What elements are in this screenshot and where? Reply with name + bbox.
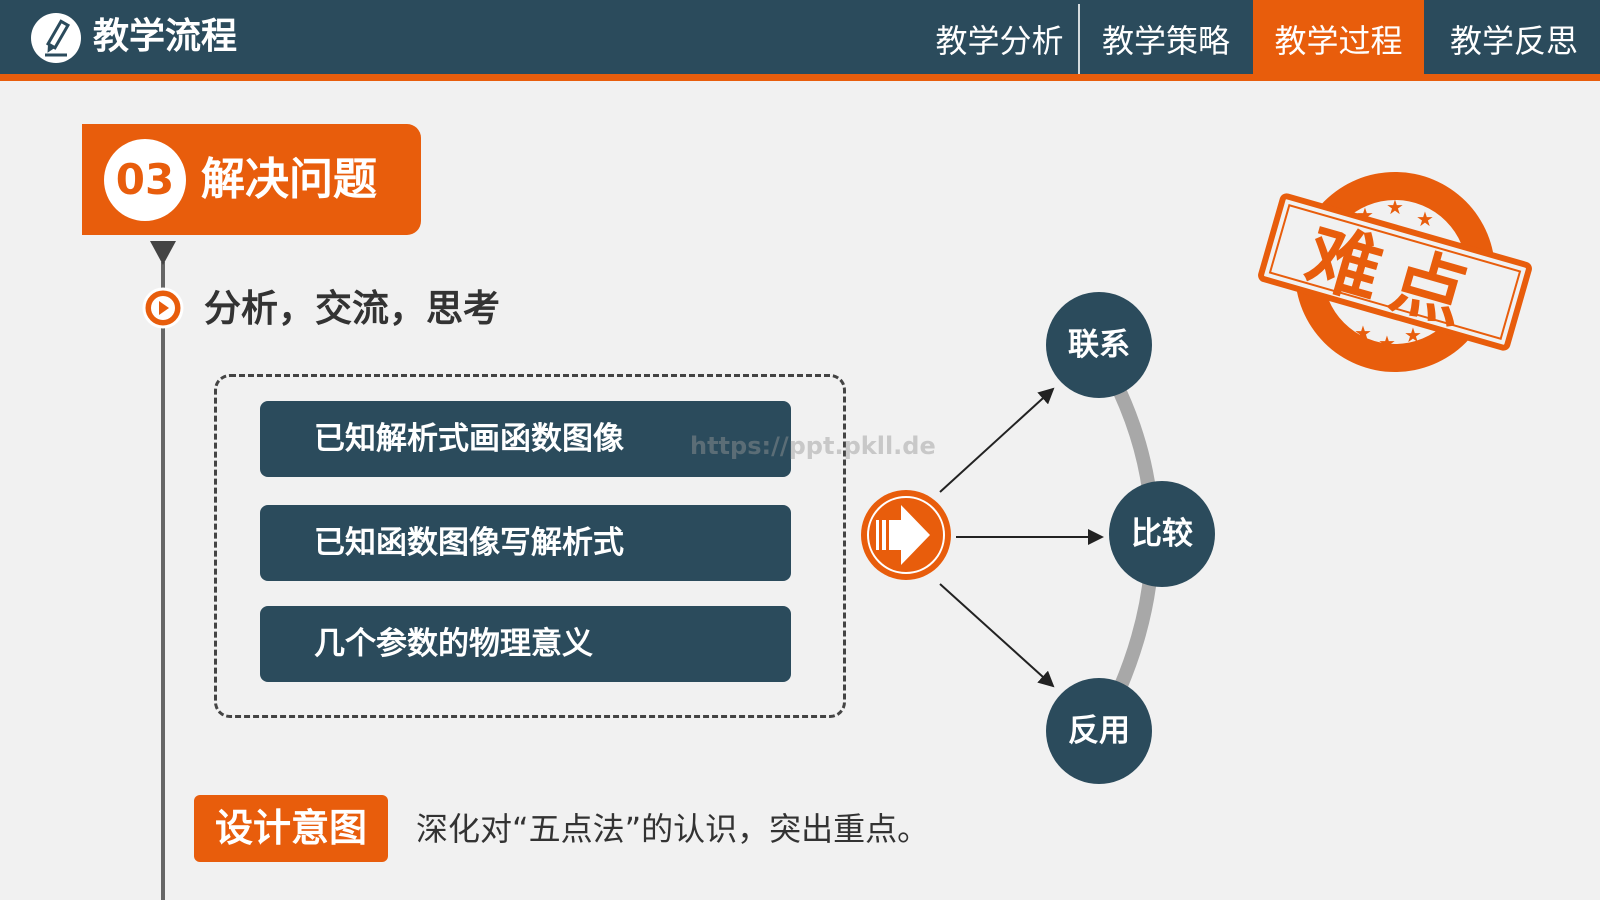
section-header: 03 解决问题	[82, 124, 421, 235]
design-intent-label: 设计意图	[194, 795, 388, 862]
item-bar: 几个参数的物理意义	[260, 606, 791, 682]
items-group-box	[214, 374, 846, 718]
timeline-triangle-icon	[150, 241, 176, 265]
tab-divider	[1078, 4, 1080, 74]
arrow-to-apply	[939, 583, 1055, 688]
svg-text:★: ★	[1404, 323, 1422, 347]
design-intent-text: 深化对“五点法”的认识，突出重点。	[416, 810, 930, 848]
svg-text:★: ★	[1386, 195, 1404, 219]
section-title: 解决问题	[201, 154, 377, 205]
svg-text:★: ★	[1416, 207, 1434, 231]
svg-text:★: ★	[1378, 331, 1396, 355]
section-number: 03	[104, 139, 186, 221]
play-icon	[142, 287, 184, 329]
subtitle: 分析，交流，思考	[204, 287, 500, 330]
svg-text:★: ★	[1354, 321, 1372, 345]
tab-teaching-process[interactable]: 教学过程	[1253, 0, 1424, 74]
item-bar: 已知函数图像写解析式	[260, 505, 791, 581]
stamp-icon: ★★★★★★	[1258, 172, 1532, 372]
header-accent-line	[0, 74, 1600, 81]
page-title: 教学流程	[93, 16, 238, 57]
pencil-icon	[31, 13, 81, 63]
watermark: https://ppt.pkll.de	[690, 432, 936, 460]
tab-teaching-analysis[interactable]: 教学分析	[935, 22, 1064, 60]
right-arrow-icon	[861, 490, 951, 580]
tab-teaching-reflection[interactable]: 教学反思	[1449, 22, 1578, 60]
tab-teaching-strategy[interactable]: 教学策略	[1101, 22, 1230, 60]
item-bar: 已知解析式画函数图像	[260, 401, 791, 477]
node-link: 联系	[1046, 292, 1152, 398]
node-compare: 比较	[1109, 481, 1215, 587]
node-apply: 反用	[1046, 678, 1152, 784]
arrow-to-link	[939, 387, 1055, 493]
